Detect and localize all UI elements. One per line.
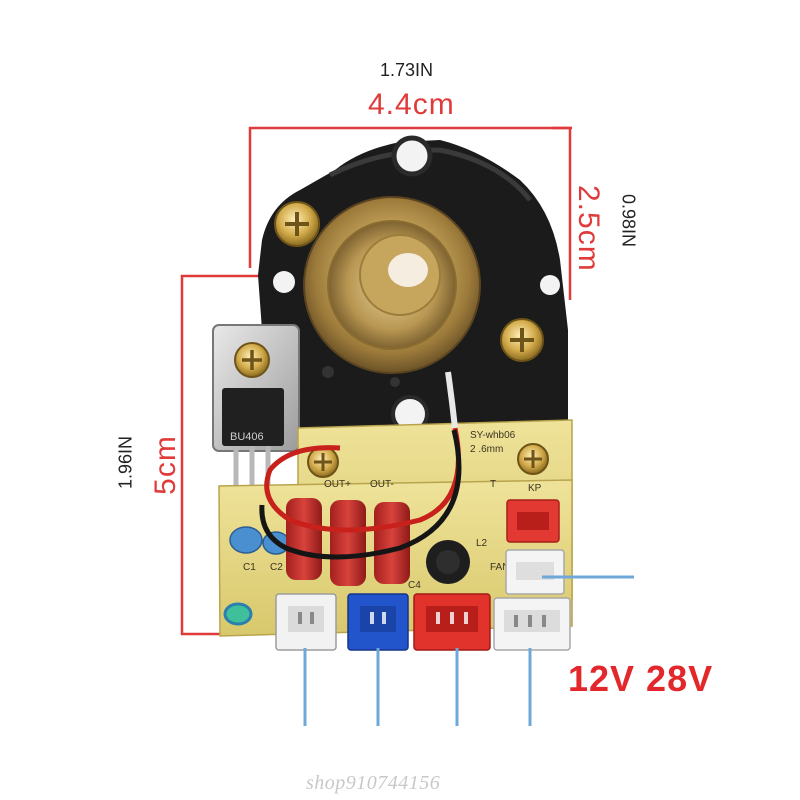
housing-dot-2 [390,377,400,387]
connector-red-3pin [413,593,491,651]
top-dimension-line [248,126,572,300]
board-out-plus: OUT+ [324,479,351,490]
regulator-chip [222,388,284,446]
screw-heat-sink [234,342,270,378]
connector-white-1 [275,593,337,651]
red-capacitor-3 [374,502,410,584]
red-capacitor-2 [330,500,366,586]
board-kp: KP [528,483,542,494]
board-fan: FAN [490,562,509,573]
piezo-lead [445,371,458,429]
connector-kp-red [506,499,560,543]
board-size: 2 .6mm [470,444,503,455]
connector-blue [347,593,409,651]
connector-fan-white [505,549,565,595]
board-c1: C1 [243,562,256,573]
pointer-lines [303,575,634,726]
connector-white-3pin [493,597,571,651]
board-t: T [490,479,496,490]
red-wire [264,427,461,533]
top-inch-label: 1.73IN [380,60,434,80]
left-hole [273,271,295,293]
housing-highlight [328,147,532,202]
board-model: SY-whb06 [470,430,516,441]
red-capacitor-1 [286,498,322,580]
screw-right [500,318,544,362]
board-l2: L2 [476,538,488,549]
board-c2: C2 [270,562,283,573]
board-c4: C4 [408,580,421,591]
top-hole [391,135,433,177]
piezo-center-hole [388,253,428,287]
top-cm-label: 4.4cm [368,88,455,121]
pcb-screw-left [307,446,339,478]
board-out-minus: OUT- [370,479,394,490]
black-wire [259,429,462,560]
green-bead [223,602,253,626]
regulator-label: BU406 [230,431,264,443]
screw-top-left [274,201,320,247]
shop-watermark: shop910744156 [306,772,441,794]
blue-capacitor-1 [229,526,263,554]
right-hole [540,275,560,295]
housing-dot [322,366,334,378]
pcb-screw-right [517,443,549,475]
voltage-label: 12V 28V [568,658,714,699]
